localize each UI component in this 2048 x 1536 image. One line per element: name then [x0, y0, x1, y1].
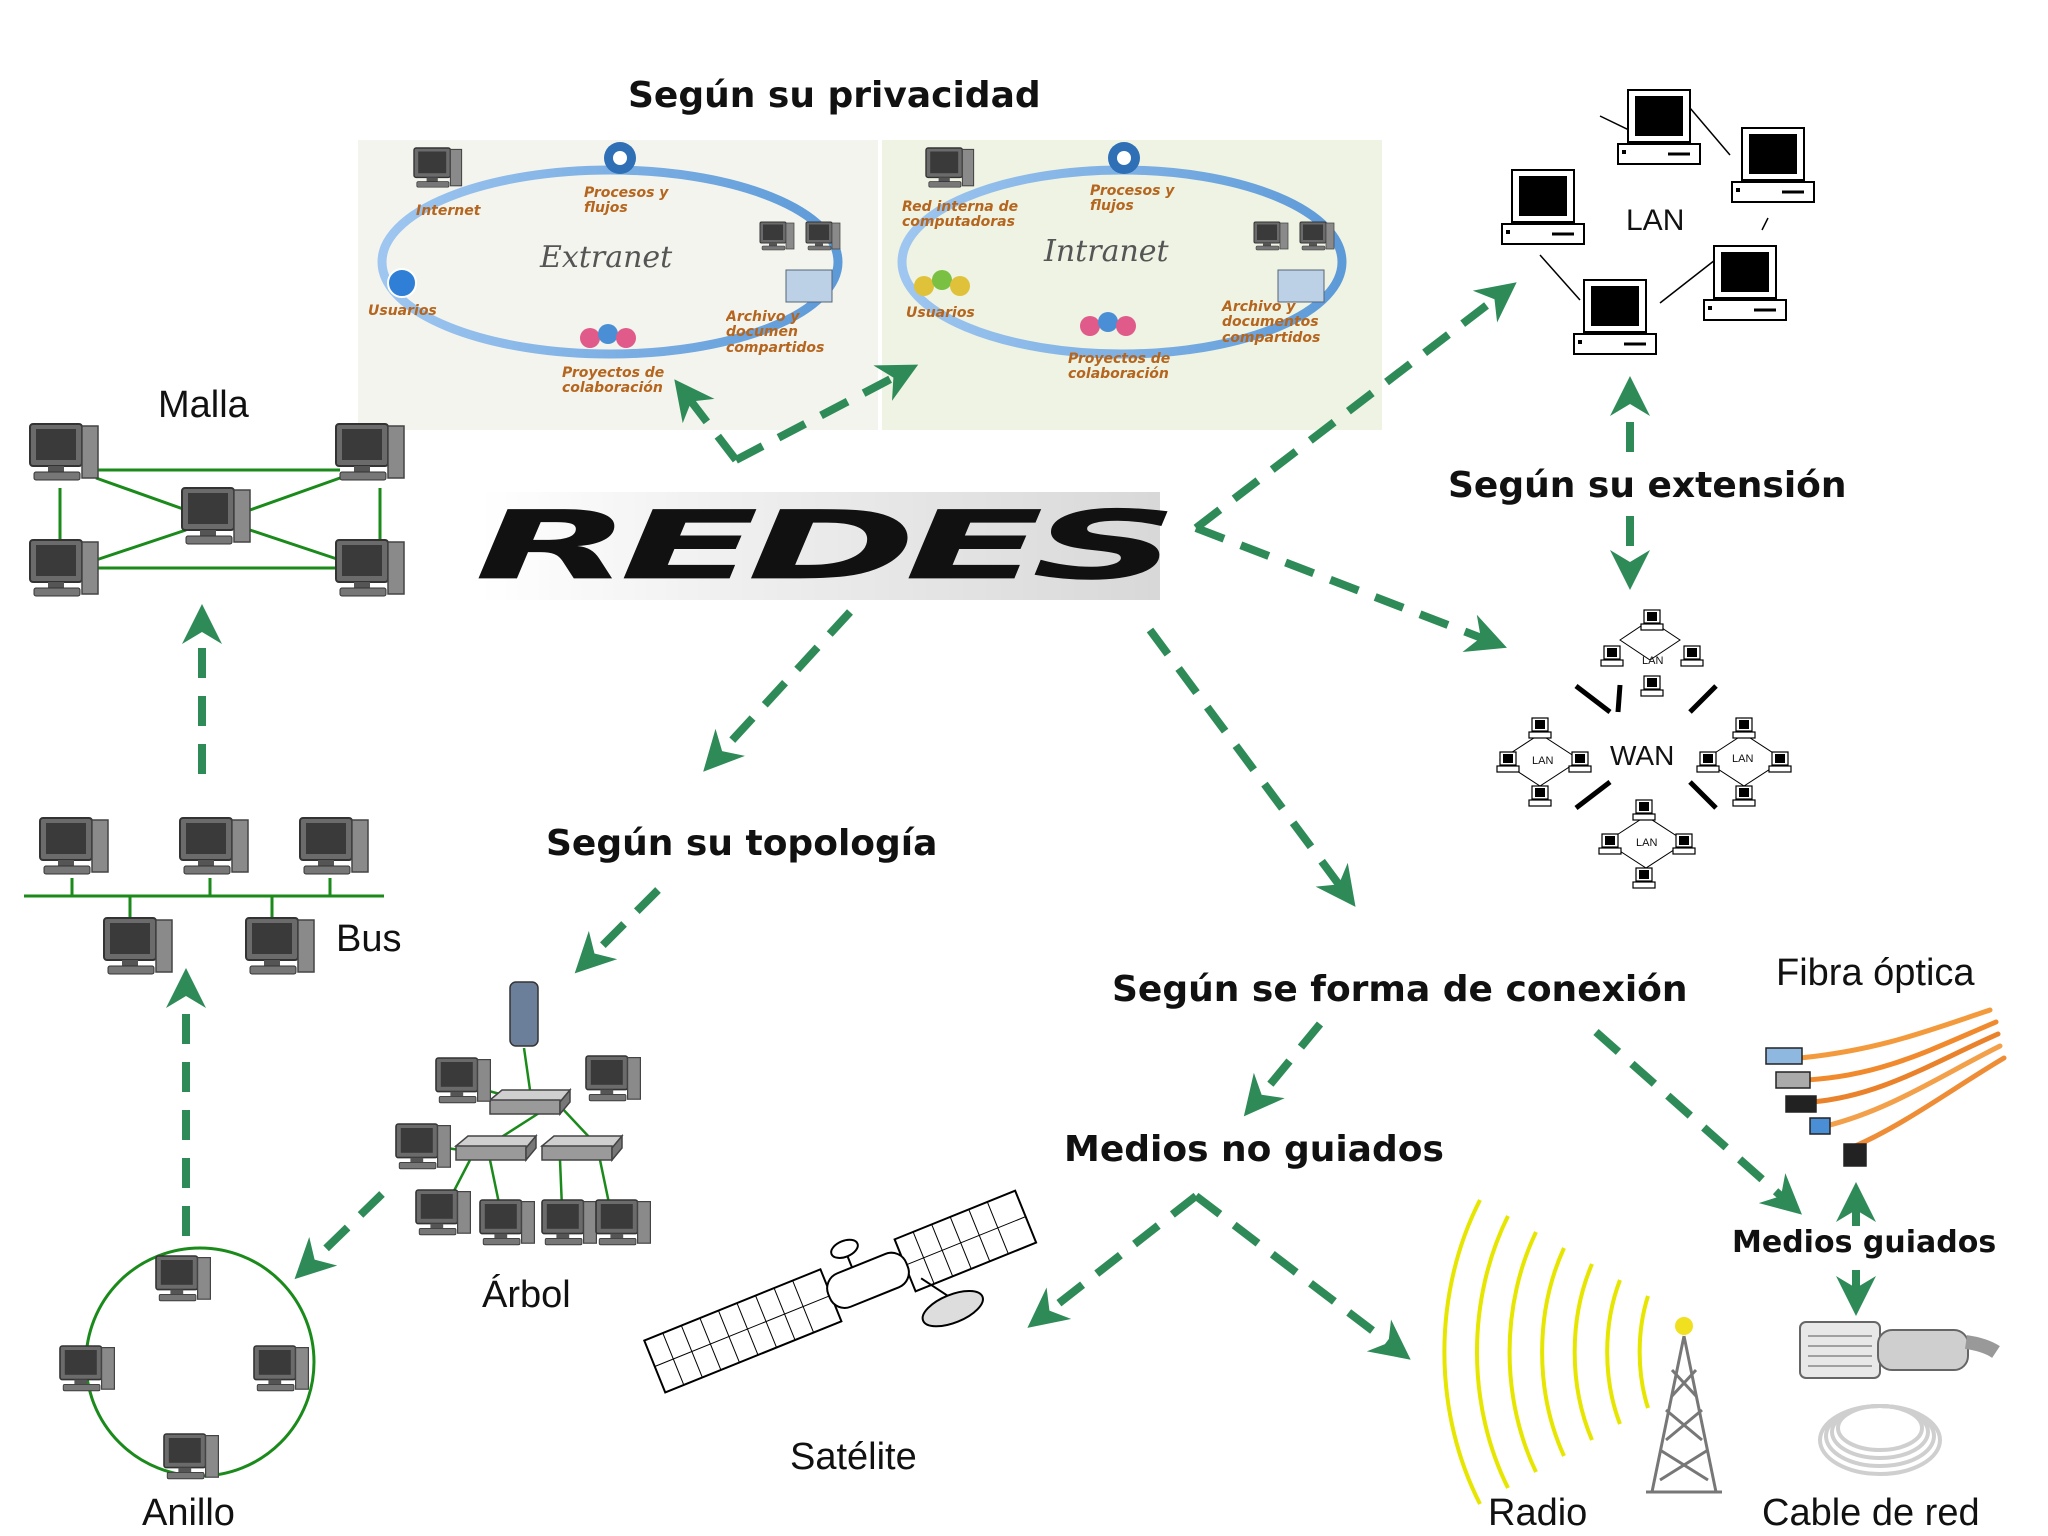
heading-topology: Según su topología — [546, 823, 938, 864]
mesh-topology — [29, 423, 405, 597]
arrow-redes-to-connection — [1146, 627, 1356, 907]
heading-connection: Según se forma de conexión — [1112, 969, 1688, 1010]
redes-logo: REDES — [474, 491, 1179, 602]
arrow-topology-to-tree — [574, 887, 661, 974]
intranet-usuarios-label: Usuarios — [906, 305, 975, 321]
fiber-optic-label: Fibra óptica — [1776, 952, 1975, 994]
arrow-redes-to-topology — [703, 609, 853, 772]
extranet-archivo-label: Archivo y documen compartidos — [726, 310, 825, 356]
unguided-media-label: Medios no guiados — [1064, 1129, 1444, 1170]
ring-topology — [59, 1246, 316, 1480]
lan-diagram — [1500, 88, 1816, 356]
arrow-redes-to-intranet — [734, 364, 919, 464]
heading-extension: Según su extensión — [1448, 465, 1847, 506]
network-cable-illustration — [1799, 1321, 2000, 1476]
lan-label: LAN — [1626, 204, 1685, 237]
bus-topology — [24, 817, 384, 975]
wan-diagram — [1496, 609, 1792, 889]
extranet-internet-label: Internet — [416, 203, 481, 219]
satellite-label: Satélite — [790, 1436, 917, 1478]
intranet-red-interna-label: Red interna de computadoras — [902, 199, 1019, 231]
intranet-title: Intranet — [1044, 234, 1169, 269]
wan-label: WAN — [1610, 740, 1675, 771]
redes-title: REDES — [473, 490, 1179, 602]
extranet-usuarios-label: Usuarios — [368, 303, 437, 319]
tree-label: Árbol — [482, 1274, 571, 1316]
arrow-connection-to-guided — [1593, 1029, 1802, 1215]
network-cable-label: Cable de red — [1762, 1492, 1980, 1534]
tree-topology — [395, 981, 652, 1246]
connector-arrows — [166, 282, 1876, 1360]
extranet-diagram — [358, 140, 878, 430]
intranet-procesos-label: Procesos y flujos — [1090, 183, 1175, 215]
arrow-unguided-to-satellite — [1027, 1192, 1199, 1328]
arrow-unguided-to-radio — [1193, 1192, 1411, 1360]
intranet-archivo-label: Archivo y documentos compartidos — [1222, 299, 1321, 346]
wan-lan-bottom-label: LAN — [1636, 837, 1658, 849]
fiber-optic-illustration — [1765, 1007, 2007, 1167]
arrow-connection-to-unguided — [1243, 1021, 1324, 1117]
extranet-title: Extranet — [540, 240, 673, 275]
heading-privacy: Según su privacidad — [628, 75, 1041, 116]
wan-lan-right-label: LAN — [1732, 753, 1754, 765]
arrow-redes-to-extranet — [674, 379, 740, 463]
radio-label: Radio — [1488, 1492, 1588, 1534]
arrow-redes-to-wan — [1194, 524, 1507, 653]
guided-media-label: Medios guiados — [1732, 1225, 1997, 1260]
extranet-proyectos-label: Proyectos de colaboración — [562, 365, 665, 397]
arrow-redes-to-lan — [1193, 282, 1517, 532]
mesh-label: Malla — [158, 384, 249, 426]
bus-label: Bus — [336, 918, 402, 960]
radio-tower-illustration — [1442, 1199, 1722, 1505]
wan-lan-top-label: LAN — [1642, 655, 1664, 667]
extranet-procesos-label: Procesos y flujos — [584, 185, 669, 217]
ring-label: Anillo — [142, 1492, 235, 1534]
arrow-tree-to-ring — [294, 1191, 385, 1280]
wan-lan-left-label: LAN — [1532, 755, 1554, 767]
intranet-diagram — [882, 140, 1382, 430]
satellite-illustration — [642, 1189, 1038, 1394]
intranet-proyectos-label: Proyectos de colaboración — [1068, 351, 1171, 383]
